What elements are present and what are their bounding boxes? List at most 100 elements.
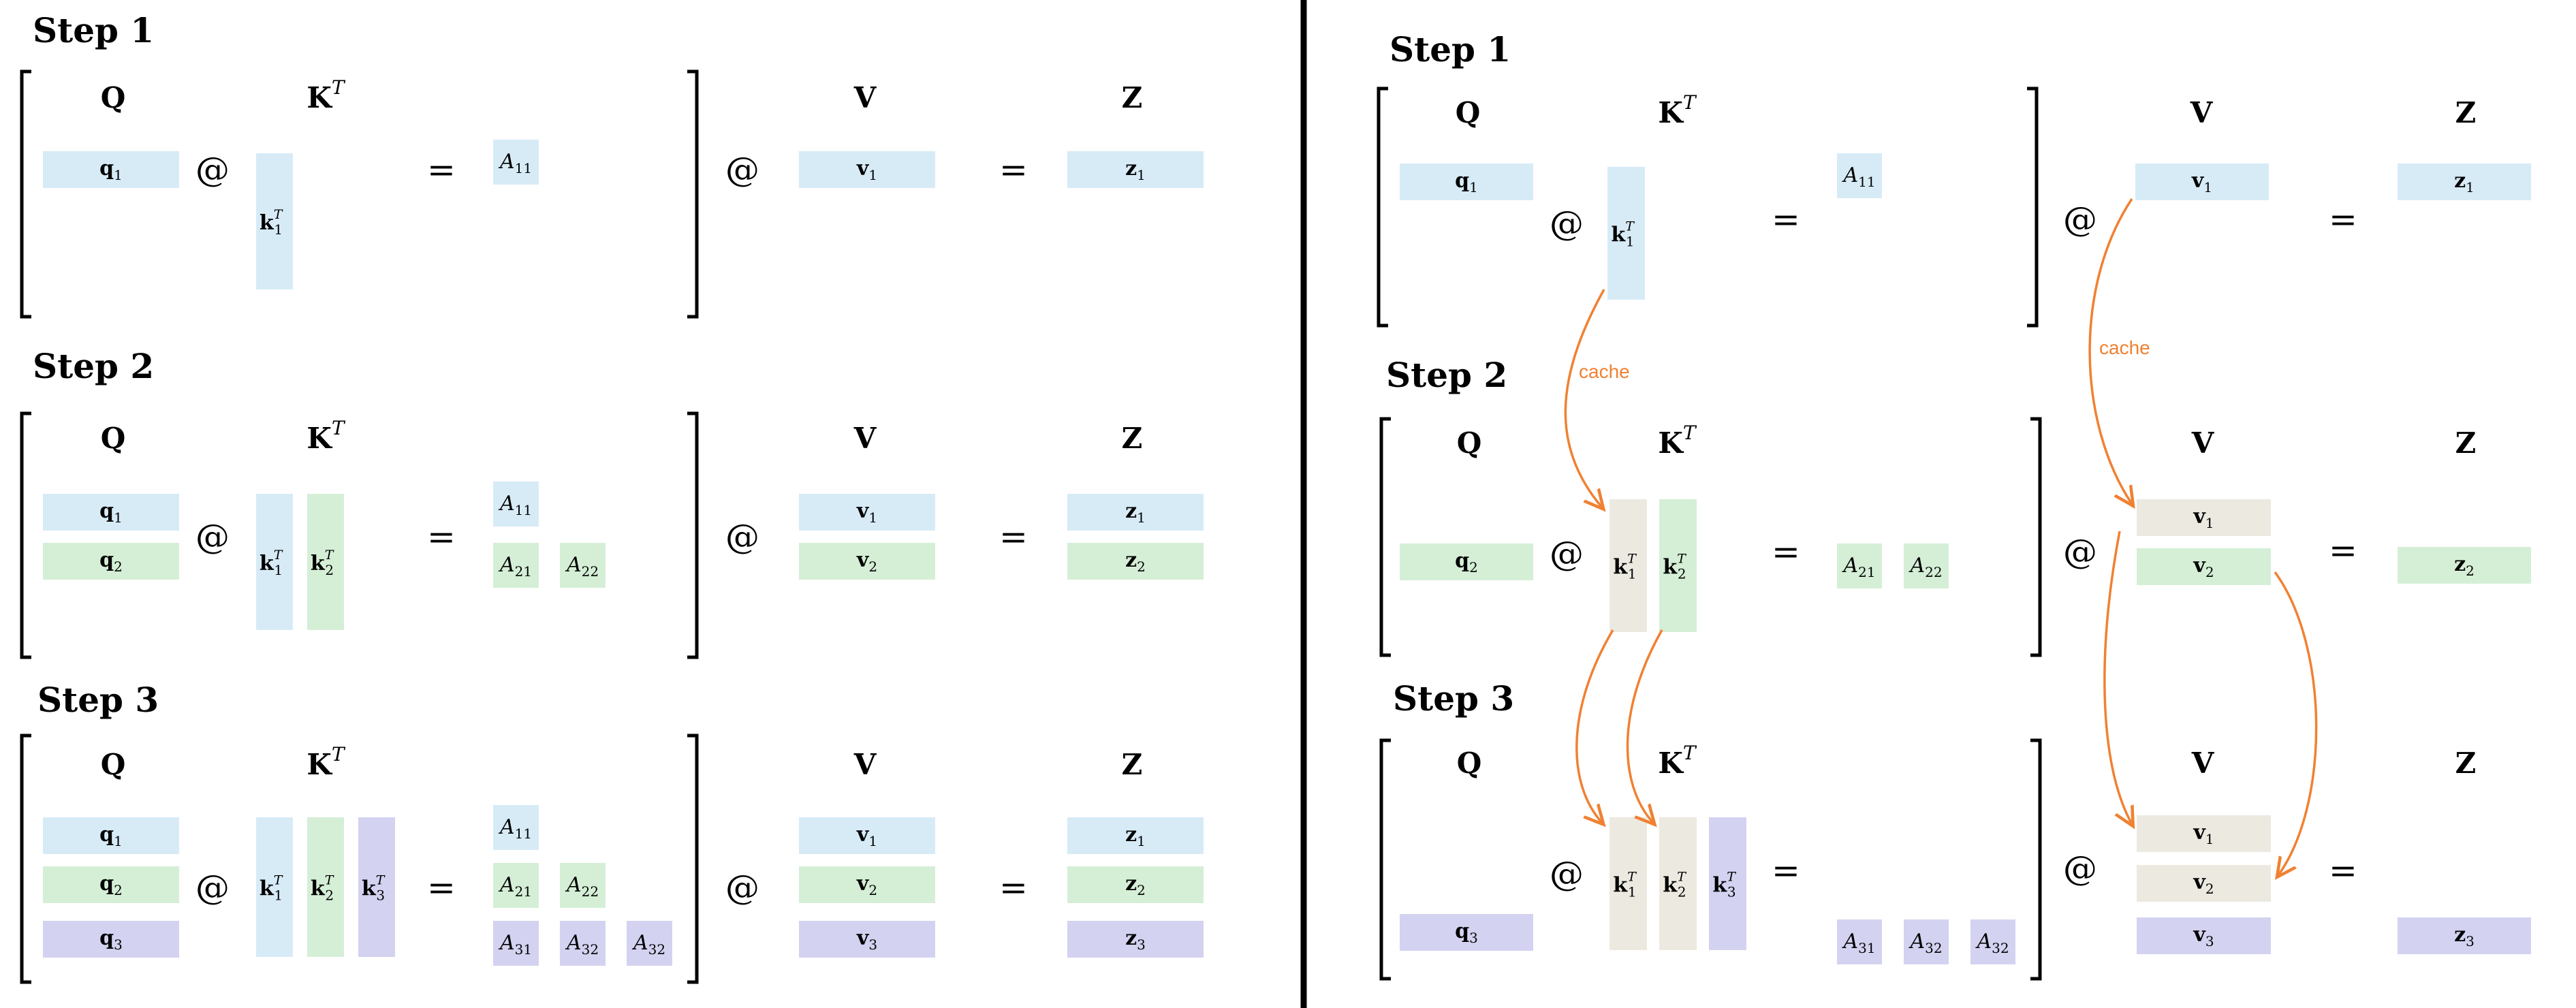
left-step2-q1-cell (43, 494, 179, 531)
right-step3-equals-a: = (1772, 851, 1800, 890)
left-step3-q1-cell-label: q1 (99, 823, 123, 849)
cache-arrow-v1-step1-to-step2 (2088, 198, 2132, 504)
right-step2-q2-cell (1400, 544, 1533, 580)
right-step3-k1t-cached-column (1609, 817, 1647, 950)
left-step2-v1-cell (799, 494, 935, 531)
right-step1-v1-cell-label: v1 (2191, 169, 2212, 195)
left-step2-a-row1-col1-cell-label: A11 (498, 492, 532, 518)
right-step3-bracket-left (1379, 738, 1391, 981)
left-step3-q-header: Q (101, 748, 126, 781)
right-step1-k1t-column (1607, 167, 1645, 300)
left-step3-z1-cell (1067, 817, 1204, 854)
left-step1-bracket-right (687, 69, 699, 319)
right-step1-equals-a: = (1772, 200, 1800, 239)
right-step1-q1-cell (1400, 163, 1533, 200)
right-step3-matmul-qk: @ (1550, 854, 1584, 894)
left-step1-equals-z: = (999, 150, 1028, 189)
right-step2-title: Step 2 (1386, 355, 1507, 395)
left-step1-k1t-column (256, 153, 293, 289)
right-step2-k2t-column (1659, 499, 1697, 632)
right-step2-q2-cell-label: q2 (1455, 549, 1478, 576)
left-step3-a-row3-col1-cell (493, 921, 539, 966)
right-step2-v-header: V (2191, 426, 2215, 460)
right-step2-v2-cell (2137, 548, 2271, 585)
cache-arrow-k1-step2-to-step3 (1575, 629, 1614, 823)
left-step1-v1-cell-label: v1 (856, 157, 877, 183)
left-step3-v3-cell (799, 921, 935, 958)
right-step2-equals-z: = (2329, 531, 2357, 570)
right-step3-matmul-av: @ (2063, 849, 2097, 888)
left-step3-a-row2-col2-cell (560, 863, 606, 908)
right-step2-z2-cell-label: z2 (2454, 552, 2475, 579)
right-step2-bracket-right (2030, 417, 2042, 657)
right-step2-a-row1-col2-cell (1904, 544, 1949, 588)
left-step2-q1-cell-label: q1 (99, 499, 123, 526)
right-step2-q-header: Q (1457, 426, 1482, 460)
left-step3-v1-cell (799, 817, 935, 854)
right-step3-q-header: Q (1457, 746, 1482, 780)
right-step1-matmul-av: @ (2063, 200, 2097, 239)
left-step1-a-row1-col1-cell-label: A11 (498, 150, 532, 176)
right-step1-z1-cell (2398, 163, 2531, 200)
left-step3-q2-cell (43, 866, 179, 903)
right-step3-k3t-column (1709, 817, 1746, 950)
right-step3-bracket-right (2030, 738, 2042, 981)
right-step2-a-row1-col1-cell (1837, 544, 1882, 588)
left-step2-v2-cell-label: v2 (856, 548, 877, 575)
left-step1-bracket-left (20, 69, 31, 319)
left-step2-v-header: V (853, 422, 877, 455)
right-step3-q3-cell (1400, 914, 1533, 951)
left-step3-a-row2-col2-cell-label: A22 (565, 873, 599, 900)
left-step1-z1-cell-label: z1 (1125, 157, 1146, 183)
left-step2-a-row1-col1-cell (493, 482, 539, 526)
right-step3-z-header: Z (2455, 746, 2477, 780)
right-step2-bracket-left (1379, 417, 1391, 657)
left-step1-title: Step 1 (33, 10, 154, 50)
right-step1-bracket-left (1377, 86, 1388, 328)
left-step2-kt-header: KT (307, 417, 346, 455)
left-step2-q2-cell-label: q2 (99, 548, 123, 575)
left-step1-matmul-av: @ (725, 150, 759, 189)
right-step2-z2-cell (2398, 547, 2531, 584)
right-step2-v1-cached-cell-label: v1 (2193, 505, 2214, 531)
left-step2-equals-a: = (427, 517, 456, 556)
right-step1-v-header: V (2190, 96, 2214, 129)
left-step2-q2-cell (43, 543, 179, 580)
left-step1-q-header: Q (101, 81, 126, 114)
left-step3-q2-cell-label: q2 (99, 872, 123, 898)
left-step2-bracket-left (20, 411, 31, 659)
right-step1-q1-cell-label: q1 (1455, 169, 1478, 195)
right-step3-a-row1-col1-cell (1837, 919, 1882, 964)
left-step2-v1-cell-label: v1 (856, 499, 877, 526)
left-step3-z3-cell (1067, 921, 1204, 958)
left-step3-z2-cell-label: z2 (1125, 872, 1146, 898)
right-step1-kt-header: KT (1658, 91, 1697, 129)
left-step2-z1-cell-label: z1 (1125, 499, 1146, 526)
right-step3-title: Step 3 (1393, 678, 1514, 719)
left-step3-z1-cell-label: z1 (1125, 823, 1146, 849)
right-step3-kt-header: KT (1658, 742, 1697, 780)
left-step3-a-row2-col1-cell-label: A21 (498, 873, 532, 900)
right-step3-v1-cached-cell (2137, 815, 2271, 852)
left-step3-a-row3-col2-cell-label: A32 (565, 931, 599, 958)
left-step2-a-row2-col1-cell (493, 543, 539, 588)
right-step1-z-header: Z (2455, 96, 2477, 129)
left-step2-a-row2-col2-cell-label: A22 (565, 553, 599, 580)
left-step1-kt-header: KT (307, 76, 346, 114)
right-step2-a-row1-col1-cell-label: A21 (1841, 554, 1875, 580)
left-step3-a-row3-col1-cell-label: A31 (498, 931, 532, 958)
left-step3-matmul-qk: @ (195, 868, 230, 907)
left-step3-a-row3-col3-cell (627, 921, 672, 966)
left-step1-v1-cell (799, 151, 935, 188)
left-step1-matmul-qk: @ (195, 150, 230, 189)
left-step3-equals-a: = (427, 868, 456, 907)
right-step3-z3-cell (2398, 917, 2531, 954)
